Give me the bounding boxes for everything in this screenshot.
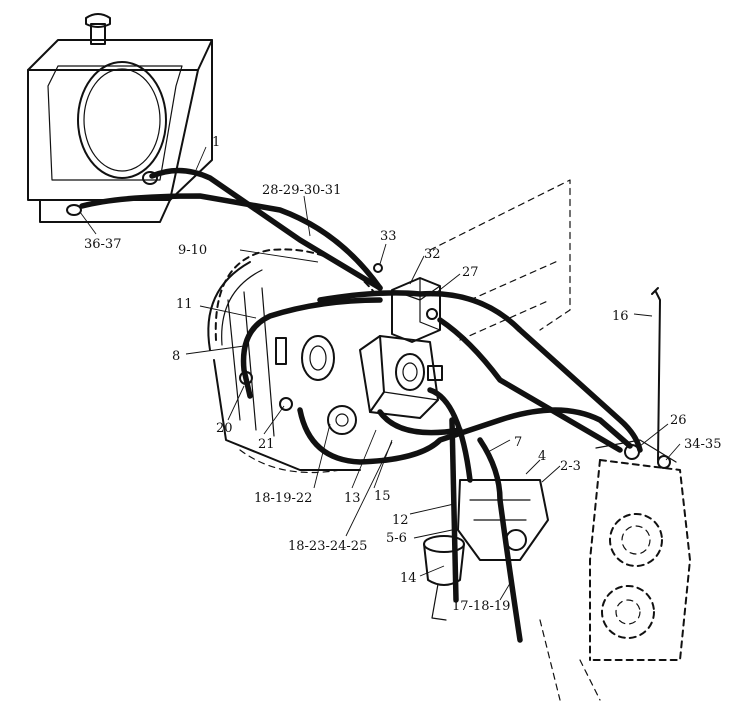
callout-14: 14 <box>400 571 417 586</box>
callout-7: 7 <box>514 435 522 450</box>
callout-26: 26 <box>670 413 687 428</box>
leader-lines <box>79 146 681 601</box>
callout-5-6: 5-6 <box>386 531 407 546</box>
callout-34-35: 34-35 <box>684 437 721 452</box>
callout-32: 32 <box>424 247 441 262</box>
callout-15: 15 <box>374 489 391 504</box>
hydraulic-pump <box>359 335 443 419</box>
callout-20: 20 <box>216 421 233 436</box>
callout-13: 13 <box>344 491 361 506</box>
callout-18-23-24-25: 18-23-24-25 <box>288 539 367 554</box>
callout-8: 8 <box>172 349 180 364</box>
callout-36-37: 36-37 <box>84 237 121 252</box>
callout-4: 4 <box>538 449 546 464</box>
transmission-housing <box>207 248 381 474</box>
callout-2-3: 2-3 <box>560 459 581 474</box>
callout-labels: 1 28-29-30-31 36-37 9-10 33 32 27 11 16 … <box>84 135 721 614</box>
control-valve <box>391 277 441 343</box>
engine-gearbox <box>539 439 691 701</box>
callout-12: 12 <box>392 513 409 528</box>
radiator <box>27 13 213 223</box>
callout-33: 33 <box>380 229 397 244</box>
callout-28-29-30-31: 28-29-30-31 <box>262 183 341 198</box>
callout-21: 21 <box>258 437 275 452</box>
callout-9-10: 9-10 <box>178 243 207 258</box>
callout-16: 16 <box>612 309 629 324</box>
callout-27: 27 <box>462 265 479 280</box>
callout-11: 11 <box>176 297 193 312</box>
callout-1: 1 <box>212 135 220 150</box>
callout-18-19-22: 18-19-22 <box>254 491 312 506</box>
hoses <box>79 167 671 643</box>
callout-17-18-19: 17-18-19 <box>452 599 510 614</box>
